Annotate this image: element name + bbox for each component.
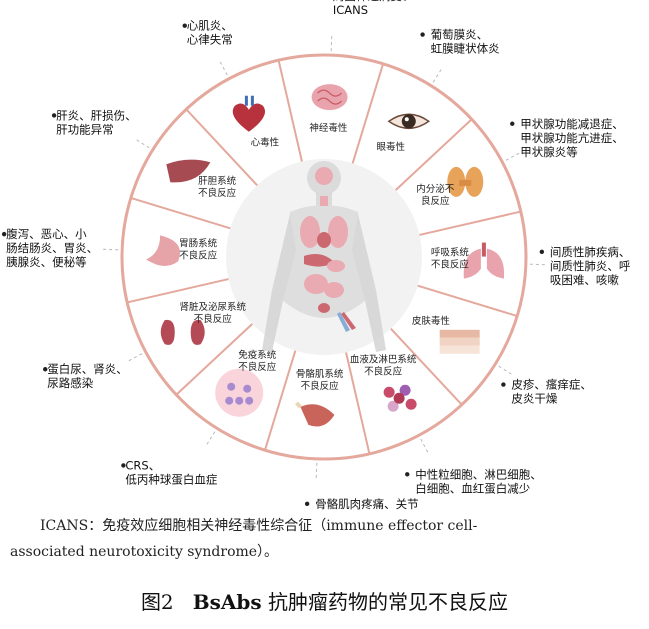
bullet-dot [182,23,187,28]
legend-line-1: ICANS：免疫效应细胞相关神经毒性综合征（immune effector ce… [40,518,478,534]
stomach-icon [146,235,180,266]
outer-annotation: CRS、低丙种球蛋白血症 [125,458,217,486]
leader-line [219,60,228,76]
segment-gi: 胃肠系统不良反应 腹泻、恶心、小肠结肠炎、胃炎、胰腺炎、便秘等 [1,227,218,269]
leader-line [498,365,513,376]
segment-divider [175,323,254,396]
bullet-dot [420,32,425,37]
segment-label: 皮肤毒性 [412,315,451,327]
segment-label: 神经毒性 [309,122,348,134]
bullet-dot [510,121,515,126]
segment-label: 呼吸系统不良反应 [431,246,470,270]
figure-number: 图2 [140,590,174,614]
segment-divider [277,59,303,162]
leader-line [315,462,318,479]
segment-endocrine: 内分泌不良反应 甲状腺功能减退症、甲状腺功能亢进症、甲状腺炎等 [416,117,624,207]
leader-line [135,138,150,149]
outer-annotation: 甲状腺功能减退症、甲状腺功能亢进症、甲状腺炎等 [520,117,624,159]
outer-annotation: 皮疹、瘙痒症、皮炎干燥 [511,378,591,406]
segment-label: 血液及淋巴系统不良反应 [350,353,417,377]
segment-label: 肾脏及泌尿系统不良反应 [179,301,246,325]
segment-label: 肝胆系统不良反应 [198,175,237,199]
bullet-dot [43,367,48,372]
outer-annotation: 周围神经病变、ICANS [333,0,414,17]
leader-line [330,35,333,52]
leader-line [102,248,119,251]
heart-icon [232,95,266,132]
blood-cells-icon [383,384,417,412]
segment-label: 眼毒性 [377,141,406,153]
outer-annotation: 间质性肺疾病、间质性肺炎、呼吸困难、咳嗽 [550,245,631,287]
bullet-dot [1,231,7,237]
segment-divider [345,352,371,455]
segment-eye: 眼毒性 葡萄膜炎、虹膜睫状体炎 [377,28,500,154]
lungs-icon [463,242,505,279]
outer-annotation: 心肌炎、心律失常 [187,19,233,47]
leader-line [127,353,143,362]
muscle-icon [295,401,335,427]
figure-caption: 图2 BsAbs 抗肿瘤药物的常见不良反应 [0,586,649,615]
eye-icon [387,113,431,130]
outer-annotation: 肝炎、肝损伤、肝功能异常 [56,108,137,136]
segment-immune: 免疫系统不良反应 CRS、低丙种球蛋白血症 [121,349,277,486]
segment-label: 心毒性 [251,137,280,149]
leader-line [205,431,216,446]
segment-divider [263,350,297,451]
segment-respiratory: 呼吸系统不良反应 间质性肺疾病、间质性肺炎、呼吸困难、咳嗽 [431,242,631,287]
bullet-dot [304,501,310,507]
segment-divider [390,327,463,406]
outer-annotation: 骨骼肌肉疼痛、关节炎、免疫介导性肌炎 [315,497,419,510]
segment-label: 内分泌不良反应 [416,183,455,207]
segment-label: 免疫系统不良反应 [238,349,277,373]
caption-title: 抗肿瘤药物的常见不良反应 [268,590,509,614]
outer-annotation: 中性粒细胞、淋巴细胞、白细胞、血红蛋白减少 [415,467,542,495]
segment-divider [417,284,518,318]
segment-divider [130,196,231,230]
bullet-dot [121,463,126,468]
segment-divider [351,63,385,164]
segment-cardio: 心毒性 心肌炎、心律失常 [182,19,280,149]
bullet-dot [405,472,410,477]
segment-label: 胃肠系统不良反应 [179,238,218,262]
bullet-dot [539,249,545,255]
human-body-figure [262,161,386,352]
segment-neuro: 神经毒性 周围神经病变、ICANS [309,0,413,134]
bullet-dot [501,382,506,387]
segment-divider [394,118,473,191]
brain-icon [311,84,348,111]
outer-annotation: 葡萄膜炎、虹膜睫状体炎 [431,28,500,56]
skin-icon [439,329,480,354]
caption-bold-term: BsAbs [192,590,262,614]
outer-annotation: 腹泻、恶心、小肠结肠炎、胃炎、胰腺炎、便秘等 [6,227,98,269]
segment-divider [126,278,229,304]
segment-label: 骨骼肌系统不良反应 [296,368,344,392]
kidney-icon [160,319,205,345]
legend-line-2: associated neurotoxicity syndrome）。 [10,544,279,560]
bullet-dot [51,113,57,118]
segment-divider [419,210,522,236]
segment-hepato: 肝胆系统不良反应 肝炎、肝损伤、肝功能异常 [51,108,237,199]
leader-line [432,68,443,83]
leader-line [420,438,429,454]
outer-annotation: 蛋白尿、肾炎、尿路感染 [47,362,128,390]
immune-cells-icon [215,368,264,417]
thyroid-icon [447,166,484,197]
leader-line [529,263,546,266]
segment-divider [185,108,258,187]
liver-icon [166,159,211,183]
leader-line [505,152,521,161]
